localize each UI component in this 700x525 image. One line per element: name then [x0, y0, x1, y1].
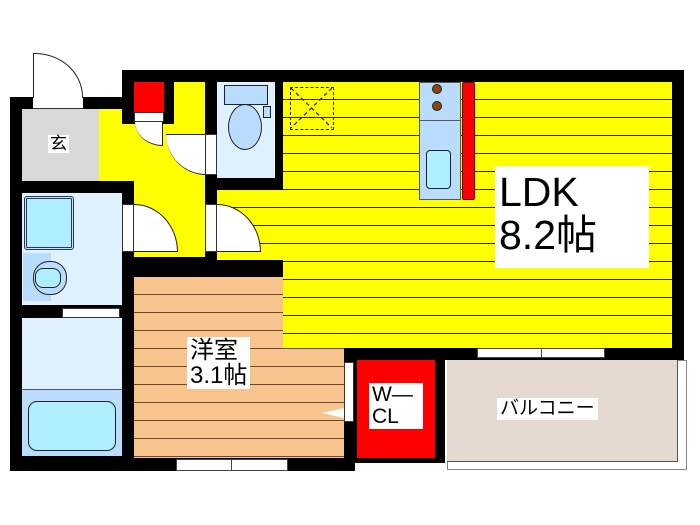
shoe-storage[interactable]: [134, 82, 164, 112]
kitchen-sink-icon[interactable]: [426, 150, 451, 189]
toilet-door-frame: [205, 134, 217, 175]
closet-door[interactable]: [344, 362, 354, 422]
ldk-window-divider: [541, 348, 542, 358]
hatch-cross-icon: [291, 88, 332, 128]
shoe-storage-door[interactable]: [134, 112, 164, 122]
ldk-name: LDK: [499, 169, 579, 215]
western-room-label: 洋室 3.1帖: [187, 337, 251, 390]
bathtub-icon[interactable]: [28, 401, 116, 451]
wcl-line2: CL: [372, 405, 399, 429]
counter-divider: [419, 120, 461, 121]
stove-burner-icon[interactable]: [432, 84, 442, 94]
entrance-door[interactable]: [33, 53, 83, 98]
toilet-tank[interactable]: [224, 85, 268, 105]
washing-machine[interactable]: [24, 196, 74, 250]
entrance-door-frame: [33, 97, 83, 109]
western-room-name: 洋室: [190, 337, 238, 364]
balcony-label: バルコニー: [497, 398, 598, 420]
toilet-bowl-icon[interactable]: [228, 104, 262, 150]
ldk-label: LDK 8.2帖: [495, 166, 649, 268]
ldk-door-frame: [205, 204, 217, 252]
wcl-line1: W—: [372, 383, 413, 406]
kitchen-wall-red: [462, 82, 475, 200]
entrance-label: 玄: [48, 134, 69, 153]
walk-in-closet-label: W— CL: [369, 383, 423, 430]
storage-hatch-icon[interactable]: [290, 87, 334, 130]
western-room-size: 3.1帖: [190, 362, 248, 390]
toilet-handle: [263, 106, 271, 118]
washbasin-bowl: [35, 268, 61, 288]
bathroom-door[interactable]: [62, 308, 120, 318]
western-room-window[interactable]: [176, 459, 288, 471]
closet-door-fold-icon: [322, 408, 344, 418]
stove-burner-icon-2[interactable]: [432, 101, 442, 111]
ldk-floor-right-strip[interactable]: [344, 262, 672, 348]
ldk-size: 8.2帖: [499, 212, 597, 259]
washroom-door-frame: [122, 204, 134, 252]
window-divider: [231, 459, 232, 471]
